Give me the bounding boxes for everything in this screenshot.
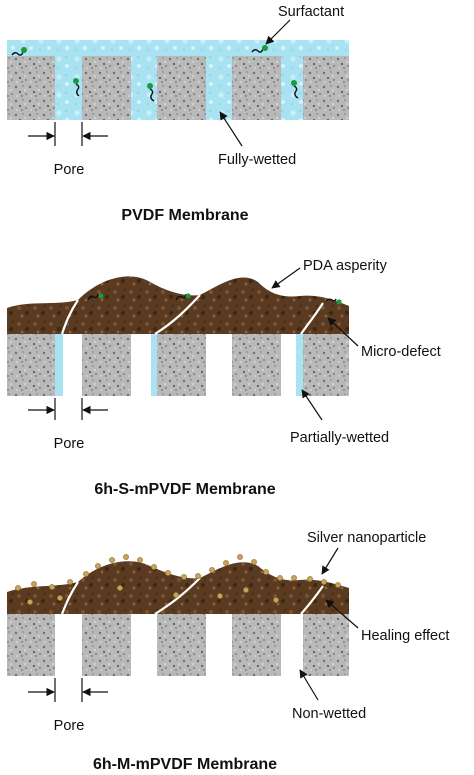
silver-nanoparticle xyxy=(137,557,143,563)
membrane-block xyxy=(7,334,55,396)
panel-6h-s-mpvdf: Pore PDA asperity Micro-defect Partially… xyxy=(7,258,441,498)
silver-nanoparticle xyxy=(27,599,33,605)
silver-nanoparticle xyxy=(195,573,201,579)
silver-nanoparticle xyxy=(15,585,21,591)
membrane-block xyxy=(232,614,281,676)
surfactant-molecule xyxy=(11,47,27,56)
silver-nanoparticle xyxy=(209,567,215,573)
non-wetted-arrow xyxy=(299,669,319,701)
silver-nanoparticle xyxy=(67,579,73,585)
wetted-pore xyxy=(55,332,63,396)
micro-defect-arrow xyxy=(327,317,359,347)
surfactant-label: Surfactant xyxy=(278,4,344,20)
fully-wetted-arrow xyxy=(219,111,243,147)
healed-defect xyxy=(60,577,324,615)
silver-nanoparticle xyxy=(109,557,115,563)
silver-nanoparticle xyxy=(181,574,187,580)
healing-effect-arrow xyxy=(325,599,359,629)
healing-effect-label: Healing effect xyxy=(361,628,449,644)
panel-title: 6h-M-mPVDF Membrane xyxy=(93,756,277,773)
panel-6h-m-mpvdf: Pore Silver nanoparticle Healing effect … xyxy=(7,530,449,773)
fully-wetted-label: Fully-wetted xyxy=(218,152,296,168)
micro-defect-label: Micro-defect xyxy=(361,344,441,360)
silver-nanoparticle xyxy=(95,563,101,569)
pore-label: Pore xyxy=(54,162,85,178)
silver-nanoparticle xyxy=(277,575,283,581)
membrane-block xyxy=(157,614,206,676)
silver-nanoparticle xyxy=(173,592,179,598)
silver-nanoparticle xyxy=(251,559,257,565)
pda-coating xyxy=(7,276,349,334)
membrane-block xyxy=(303,334,349,396)
pda-asperity-arrow xyxy=(271,267,301,289)
membrane-block xyxy=(7,56,55,120)
silver-nanoparticle xyxy=(217,593,223,599)
surfactant-molecule xyxy=(291,80,299,99)
partially-wetted-arrow xyxy=(301,389,323,421)
surfactant-molecule xyxy=(73,78,80,97)
panel-title: 6h-S-mPVDF Membrane xyxy=(94,481,275,498)
wetted-pore xyxy=(151,332,157,396)
panel-title: PVDF Membrane xyxy=(121,207,248,224)
micro-defect-crack xyxy=(60,294,324,335)
pore-label: Pore xyxy=(54,718,85,734)
membrane-block xyxy=(82,56,131,120)
membrane-block xyxy=(232,56,281,120)
silver-nanoparticle xyxy=(151,564,157,570)
silver-nanoparticle-label: Silver nanoparticle xyxy=(307,530,426,546)
non-wetted-label: Non-wetted xyxy=(292,706,366,722)
silver-nanoparticle xyxy=(263,569,269,575)
pda-asperity-label: PDA asperity xyxy=(303,258,388,274)
silver-nanoparticle xyxy=(83,571,89,577)
membrane-block xyxy=(82,614,131,676)
silver-nanoparticle xyxy=(307,576,313,582)
silver-nanoparticle xyxy=(321,579,327,585)
silver-nanoparticle xyxy=(335,582,341,588)
silver-nanoparticles xyxy=(15,554,341,605)
pore-label: Pore xyxy=(54,436,85,452)
silver-nanoparticle xyxy=(237,554,243,560)
surfactant-molecule xyxy=(251,45,268,53)
panel-pvdf: Pore Surfactant Fully-wetted PVDF Membra… xyxy=(7,4,349,224)
silver-nanoparticle xyxy=(291,575,297,581)
surfactant-molecule xyxy=(147,83,155,102)
membrane-block xyxy=(82,334,131,396)
silver-nanoparticle xyxy=(165,570,171,576)
wetted-pore xyxy=(296,332,303,396)
silver-nanoparticle xyxy=(123,554,129,560)
silver-nanoparticle xyxy=(243,587,249,593)
surfactant-molecule xyxy=(87,293,104,301)
silver-nanoparticle xyxy=(117,585,123,591)
membrane-block xyxy=(303,56,349,120)
membrane-block xyxy=(7,614,55,676)
membrane-block xyxy=(157,334,206,396)
silver-nanoparticle xyxy=(49,584,55,590)
silver-nanoparticle-arrow xyxy=(321,547,339,575)
pda-coating xyxy=(7,561,349,614)
partially-wetted-label: Partially-wetted xyxy=(290,430,389,446)
surfactant-arrow xyxy=(265,19,291,45)
surfactant-molecule xyxy=(325,298,342,305)
surfactant-molecule xyxy=(175,293,191,301)
silver-nanoparticle xyxy=(31,581,37,587)
silver-nanoparticle xyxy=(273,597,279,603)
membrane-block xyxy=(157,56,206,120)
silver-nanoparticle xyxy=(57,595,63,601)
membrane-block xyxy=(303,614,349,676)
membrane-block xyxy=(232,334,281,396)
silver-nanoparticle xyxy=(223,560,229,566)
